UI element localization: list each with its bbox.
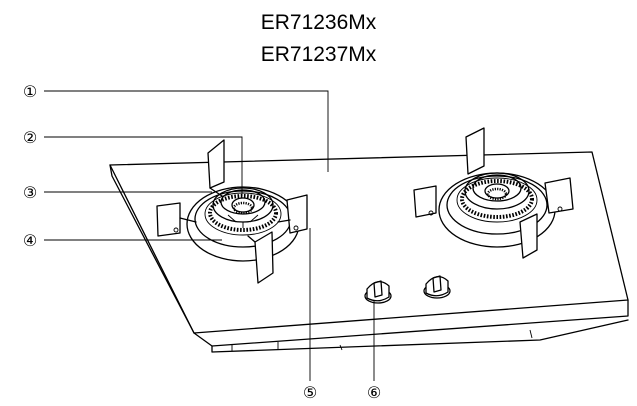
left-pan-support bbox=[156, 139, 308, 284]
callout-1: ① bbox=[23, 82, 37, 101]
callout-leaders bbox=[44, 90, 375, 381]
callout-6: ⑥ bbox=[367, 383, 381, 402]
right-control-knob bbox=[423, 275, 451, 299]
callout-5: ⑤ bbox=[303, 383, 317, 402]
callout-3: ③ bbox=[23, 183, 37, 202]
left-burner bbox=[186, 186, 300, 262]
callout-4: ④ bbox=[23, 231, 37, 250]
model-number-2: ER71237Mx bbox=[260, 43, 377, 66]
right-burner bbox=[438, 172, 556, 248]
left-control-knob bbox=[364, 280, 392, 304]
glass-cooktop-body bbox=[109, 151, 629, 353]
callout-2: ② bbox=[23, 128, 37, 147]
right-pan-support bbox=[413, 127, 574, 259]
model-number-1: ER71236Mx bbox=[260, 11, 377, 34]
callout-labels: ① ② ③ ④ ⑤ ⑥ bbox=[23, 82, 381, 402]
